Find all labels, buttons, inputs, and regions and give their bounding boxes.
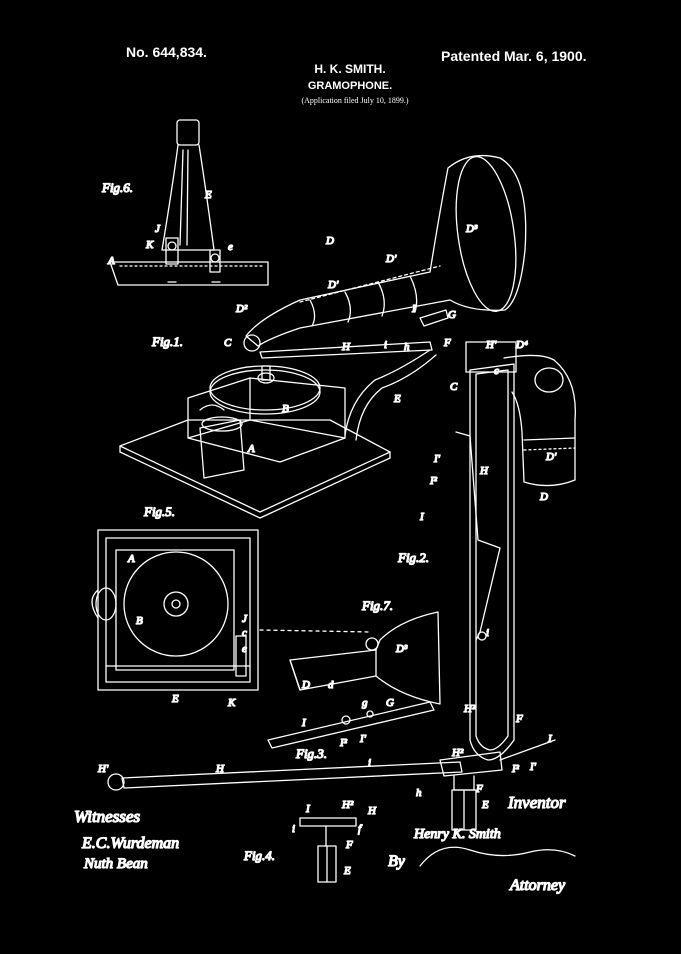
inventor-label: Inventor <box>507 793 566 812</box>
label-D-fig2: D <box>539 491 548 503</box>
label-G-fig1: G <box>448 309 456 321</box>
inventor-name: H. K. SMITH. <box>314 62 386 76</box>
label-f-fig4: f <box>358 823 363 835</box>
label-D3-fig1: D³ <box>465 223 478 235</box>
label-F-arm: F <box>475 783 483 795</box>
fig6-drawing <box>109 119 269 286</box>
label-J-fig6: J <box>155 223 161 235</box>
arm-drawing <box>107 739 556 831</box>
label-I-fig4: I <box>305 803 311 815</box>
fig3-drawing <box>267 701 435 749</box>
by-label: By <box>388 853 406 870</box>
label-e-fig5: e <box>242 643 247 655</box>
label-I-arm: I <box>547 733 553 745</box>
label-d-fig7: d <box>328 679 334 691</box>
label-D1-fig1: D' <box>385 253 397 265</box>
label-F-fig2: F <box>515 713 523 725</box>
patent-number: No. 644,834. <box>126 44 207 60</box>
label-E-fig6: E <box>204 189 212 201</box>
label-I1-fig2: I' <box>433 453 441 465</box>
label-I-fig1: I <box>411 303 417 315</box>
label-D2-fig1: D² <box>235 303 248 315</box>
label-A-fig1: A <box>247 443 255 455</box>
fig1-label: Fig.1. <box>151 334 183 349</box>
fig7-drawing <box>289 611 441 705</box>
label-H1-fig2: H' <box>485 339 497 351</box>
attorney-label: Attorney <box>509 877 566 894</box>
label-E-fig1: E <box>393 393 401 405</box>
label-H-fig4: H <box>367 805 377 817</box>
label-B-fig1: B <box>282 403 289 415</box>
label-I-fig3: I <box>301 717 307 729</box>
witness-2-signature: Nuth Bean <box>83 856 148 872</box>
label-C-fig1: C <box>224 337 232 349</box>
label-D-fig1: D <box>325 235 334 247</box>
label-i-fig1: i <box>384 339 387 351</box>
label-H1-arm: H' <box>97 763 109 775</box>
label-E-arm: E <box>481 799 489 811</box>
label-g-fig3: g <box>362 697 368 709</box>
attorney-signature-scribble <box>419 846 576 867</box>
fig5-label: Fig.5. <box>143 504 175 519</box>
fig7-label: Fig.7. <box>361 598 393 613</box>
label-D3-fig7: D³ <box>395 643 408 655</box>
witnesses-label: Witnesses <box>74 807 140 826</box>
patented-date: Patented Mar. 6, 1900. <box>441 48 587 64</box>
inventor-signature: Henry K. Smith <box>413 827 501 842</box>
fig2-label: Fig.2. <box>397 550 429 565</box>
label-G-fig3: G <box>386 697 394 709</box>
label-i-fig4: i <box>292 823 295 835</box>
witness-1-signature: E.C.Wurdeman <box>81 835 179 852</box>
label-A-fig6: A <box>107 255 115 267</box>
label-E-fig5: E <box>171 693 179 705</box>
label-i-arm: i <box>368 757 371 769</box>
label-H2-fig2: H² <box>463 703 476 715</box>
label-K-fig6: K <box>145 239 154 251</box>
fig4-drawing <box>299 817 357 883</box>
label-D1b-fig1: D' <box>327 279 339 291</box>
patent-title: GRAMOPHONE. <box>307 80 393 92</box>
label-h-fig1: h <box>404 341 410 353</box>
label-J-fig5: J <box>242 613 248 625</box>
label-H2-fig4: H² <box>341 799 354 811</box>
label-I1-arm: I' <box>529 761 537 773</box>
label-c-fig2: c <box>494 365 499 377</box>
label-h-arm: h <box>416 787 422 799</box>
label-I2-fig2: I² <box>429 475 438 487</box>
fig2-drawing <box>455 341 576 761</box>
label-i-fig2: i <box>486 627 489 639</box>
label-C-fig2: C <box>450 381 458 393</box>
label-H2-arm: H² <box>451 747 464 759</box>
filed-date: (Application filed July 10, 1899.) <box>301 96 409 105</box>
label-F-fig4: F <box>345 839 353 851</box>
label-I2-fig3: I² <box>339 737 348 749</box>
label-B-fig5: B <box>136 615 143 627</box>
label-e-fig6: e <box>228 241 233 253</box>
label-I2-arm: I² <box>511 763 520 775</box>
label-H-arm: H <box>215 763 225 775</box>
label-D-fig7: D <box>301 679 310 691</box>
label-K-fig5: K <box>227 697 236 709</box>
label-H-fig1: H <box>341 341 351 353</box>
fig1-drawing <box>119 154 527 519</box>
label-I-fig2: I <box>419 511 425 523</box>
label-A-fig5: A <box>127 553 135 565</box>
fig4-label: Fig.4. <box>243 848 275 863</box>
label-F-fig1: F <box>443 337 451 349</box>
label-H-fig2: H <box>479 465 489 477</box>
fig6-label: Fig.6. <box>101 180 133 195</box>
label-c-fig5: c <box>242 627 247 639</box>
label-D4-fig2: D⁴ <box>515 339 528 351</box>
label-E-fig4: E <box>343 865 351 877</box>
fig3-label: Fig.3. <box>295 746 327 761</box>
label-D1-fig2: D' <box>545 451 557 463</box>
fig5-drawing <box>91 529 371 691</box>
label-I1-fig3: I' <box>359 733 367 745</box>
